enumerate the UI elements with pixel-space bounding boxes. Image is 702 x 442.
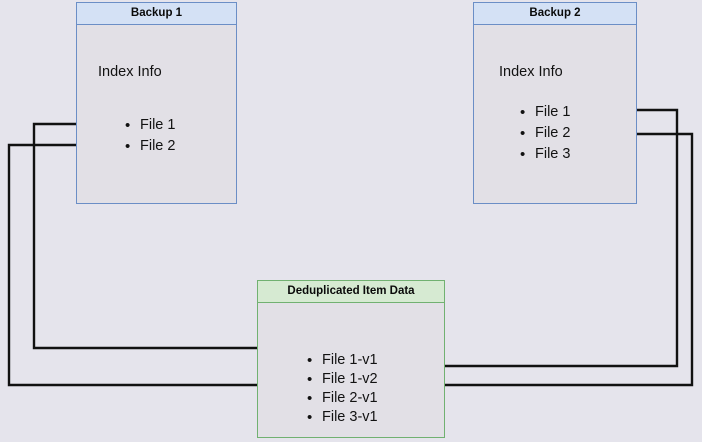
backup2-file-list: File 1 File 2 File 3 [519, 102, 570, 165]
list-item: File 1 [124, 115, 175, 136]
dedup-title: Deduplicated Item Data [258, 281, 444, 303]
backup1-body: Index Info File 1 File 2 [77, 25, 236, 203]
backup1-file-list: File 1 File 2 [124, 115, 175, 157]
list-item: File 3-v1 [306, 408, 378, 427]
list-item: File 2 [519, 123, 570, 144]
backup1-box: Backup 1 Index Info File 1 File 2 [76, 2, 237, 204]
list-item: File 2-v1 [306, 389, 378, 408]
backup1-title: Backup 1 [77, 3, 236, 25]
dedup-box: Deduplicated Item Data File 1-v1 File 1-… [257, 280, 445, 438]
list-item: File 1-v1 [306, 351, 378, 370]
list-item: File 3 [519, 144, 570, 165]
list-item: File 1-v2 [306, 370, 378, 389]
list-item: File 1 [519, 102, 570, 123]
dedup-body: File 1-v1 File 1-v2 File 2-v1 File 3-v1 [258, 303, 444, 437]
backup2-index-label: Index Info [499, 64, 563, 80]
backup2-title: Backup 2 [474, 3, 636, 25]
backup2-box: Backup 2 Index Info File 1 File 2 File 3 [473, 2, 637, 204]
list-item: File 2 [124, 136, 175, 157]
backup2-body: Index Info File 1 File 2 File 3 [474, 25, 636, 203]
dedup-file-list: File 1-v1 File 1-v2 File 2-v1 File 3-v1 [306, 351, 378, 427]
backup1-index-label: Index Info [98, 64, 162, 80]
